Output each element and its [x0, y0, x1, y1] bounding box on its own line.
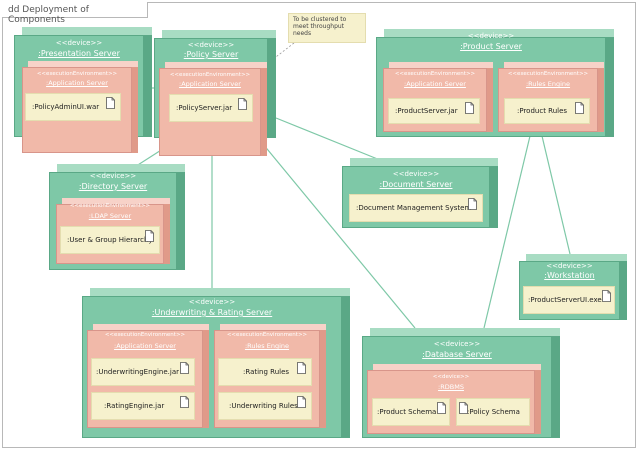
node-name: :Document Server	[379, 180, 453, 189]
node-name: :Underwriting & Rating Server	[151, 308, 273, 317]
document-icon	[575, 102, 584, 114]
artifact-policy-schema[interactable]: :Policy Schema	[456, 398, 530, 426]
artifact-policyserver[interactable]: :PolicyServer.jar	[169, 94, 253, 122]
node-name: :Database Server	[422, 350, 492, 359]
node-product-server[interactable]: <<device>> :Product Server <<executionEn…	[376, 29, 614, 137]
node-name: :Presentation Server	[38, 49, 120, 58]
artifact-policyadminui[interactable]: :PolicyAdminUI.war	[25, 93, 121, 121]
document-icon	[238, 98, 247, 110]
env-application-server[interactable]: <<executionEnvironment>> :Application Se…	[383, 62, 493, 132]
env-rdbms[interactable]: <<device>> :RDBMS :Product Schema :Polic…	[367, 364, 541, 434]
link-policy-database	[257, 137, 416, 329]
document-icon	[465, 102, 474, 114]
document-icon	[297, 396, 306, 408]
env-name: :Rules Engine	[244, 342, 290, 350]
artifact-label: :ProductServerUI.exe	[528, 296, 602, 304]
diagram-frame	[2, 2, 636, 448]
node-stereotype: <<device>>	[433, 340, 481, 348]
artifact-label: :Product Schema	[377, 408, 437, 416]
document-icon	[437, 402, 446, 414]
node-stereotype: <<device>>	[187, 41, 235, 49]
artifact-product-rules[interactable]: :Product Rules	[504, 98, 590, 124]
env-stereotype: <<executionEnvironment>>	[507, 71, 589, 77]
env-application-server[interactable]: <<executionEnvironment>> :Application Se…	[87, 324, 209, 428]
note: To be clustered to meet throughput needs	[288, 13, 366, 43]
artifact-label: :User & Group Hierarchy	[67, 236, 153, 244]
artifact-product-schema[interactable]: :Product Schema	[372, 398, 450, 426]
artifact-document-management-system[interactable]: :Document Management System	[349, 194, 483, 222]
node-document-server[interactable]: <<device>> :Document Server :Document Ma…	[342, 158, 498, 228]
env-name: :LDAP Server	[88, 212, 132, 220]
artifact-label: :PolicyServer.jar	[176, 104, 233, 112]
link-product-workstation	[541, 135, 571, 255]
node-policy-server[interactable]: <<device>> :Policy Server <<executionEnv…	[154, 30, 276, 156]
node-workstation[interactable]: <<device>> :Workstation :ProductServerUI…	[519, 254, 627, 320]
env-application-server[interactable]: <<executionEnvironment>> :Application Se…	[159, 62, 267, 156]
node-underwriting-rating-server[interactable]: <<device>> :Underwriting & Rating Server…	[82, 288, 350, 438]
document-icon	[297, 362, 306, 374]
env-stereotype: <<executionEnvironment>>	[69, 203, 151, 209]
env-rules-engine[interactable]: <<executionEnvironment>> :Rules Engine :…	[498, 62, 604, 132]
note-anchor	[271, 42, 295, 61]
document-icon	[106, 97, 115, 109]
env-name: :Application Server	[179, 80, 241, 88]
artifact-user-group-hierarchy[interactable]: :User & Group Hierarchy	[60, 226, 160, 254]
node-name: :Product Server	[460, 42, 522, 51]
artifact-underwritingengine[interactable]: :UnderwritingEngine.jar	[91, 358, 195, 386]
artifact-label: :Rating Rules	[243, 368, 290, 376]
node-directory-server[interactable]: <<device>> :Directory Server <<execution…	[49, 164, 185, 270]
env-stereotype: <<executionEnvironment>>	[36, 71, 118, 77]
frame-title: dd Deployment of Components	[2, 2, 148, 25]
document-icon	[602, 290, 611, 302]
env-stereotype: <<executionEnvironment>>	[394, 71, 476, 77]
artifact-label: :ProductServer.jar	[395, 107, 458, 115]
env-name: :RDBMS	[438, 383, 464, 391]
env-name: :Rules Engine	[525, 80, 571, 88]
document-icon	[459, 402, 468, 414]
artifact-underwriting-rules[interactable]: :Underwriting Rules	[218, 392, 312, 420]
node-stereotype: <<device>>	[546, 262, 593, 270]
artifact-label: :Underwriting Rules	[229, 402, 298, 410]
node-stereotype: <<device>>	[89, 172, 137, 180]
artifact-label: :UnderwritingEngine.jar	[96, 368, 179, 376]
artifact-label: :RatingEngine.jar	[104, 402, 165, 410]
artifact-label: :Document Management System	[356, 204, 472, 212]
document-icon	[145, 230, 154, 242]
artifact-label: :Product Rules	[517, 107, 568, 115]
node-stereotype: <<device>>	[188, 298, 236, 306]
node-database-server[interactable]: <<device>> :Database Server <<device>> :…	[362, 328, 560, 438]
env-name: :Application Server	[46, 79, 108, 87]
artifact-productserverui[interactable]: :ProductServerUI.exe	[523, 286, 615, 314]
link-policy-document	[275, 117, 381, 161]
env-name: :Application Server	[114, 342, 176, 350]
node-stereotype: <<device>>	[55, 39, 103, 47]
document-icon	[180, 396, 189, 408]
env-rules-engine[interactable]: <<executionEnvironment>> :Rules Engine :…	[214, 324, 326, 428]
env-stereotype: <<device>>	[432, 374, 470, 380]
link-product-database	[483, 135, 531, 329]
artifact-productserver[interactable]: :ProductServer.jar	[388, 98, 480, 124]
env-stereotype: <<executionEnvironment>>	[169, 72, 251, 78]
env-stereotype: <<executionEnvironment>>	[226, 332, 308, 338]
document-icon	[180, 362, 189, 374]
node-presentation-server[interactable]: <<device>> :Presentation Server <<execut…	[14, 27, 152, 153]
artifact-rating-rules[interactable]: :Rating Rules	[218, 358, 312, 386]
node-name: :Directory Server	[78, 182, 148, 191]
artifact-ratingengine[interactable]: :RatingEngine.jar	[91, 392, 195, 420]
env-application-server[interactable]: <<executionEnvironment>> :Application Se…	[22, 61, 138, 153]
env-name: :Application Server	[404, 80, 466, 88]
node-stereotype: <<device>>	[392, 170, 440, 178]
artifact-label: :PolicyAdminUI.war	[32, 103, 100, 111]
node-stereotype: <<device>>	[467, 32, 515, 40]
artifact-label: :Policy Schema	[467, 408, 520, 416]
env-stereotype: <<executionEnvironment>>	[104, 332, 186, 338]
node-name: :Workstation	[544, 271, 595, 280]
env-ldap-server[interactable]: <<executionEnvironment>> :LDAP Server :U…	[56, 198, 170, 264]
node-name: :Policy Server	[183, 50, 239, 59]
document-icon	[468, 198, 477, 210]
